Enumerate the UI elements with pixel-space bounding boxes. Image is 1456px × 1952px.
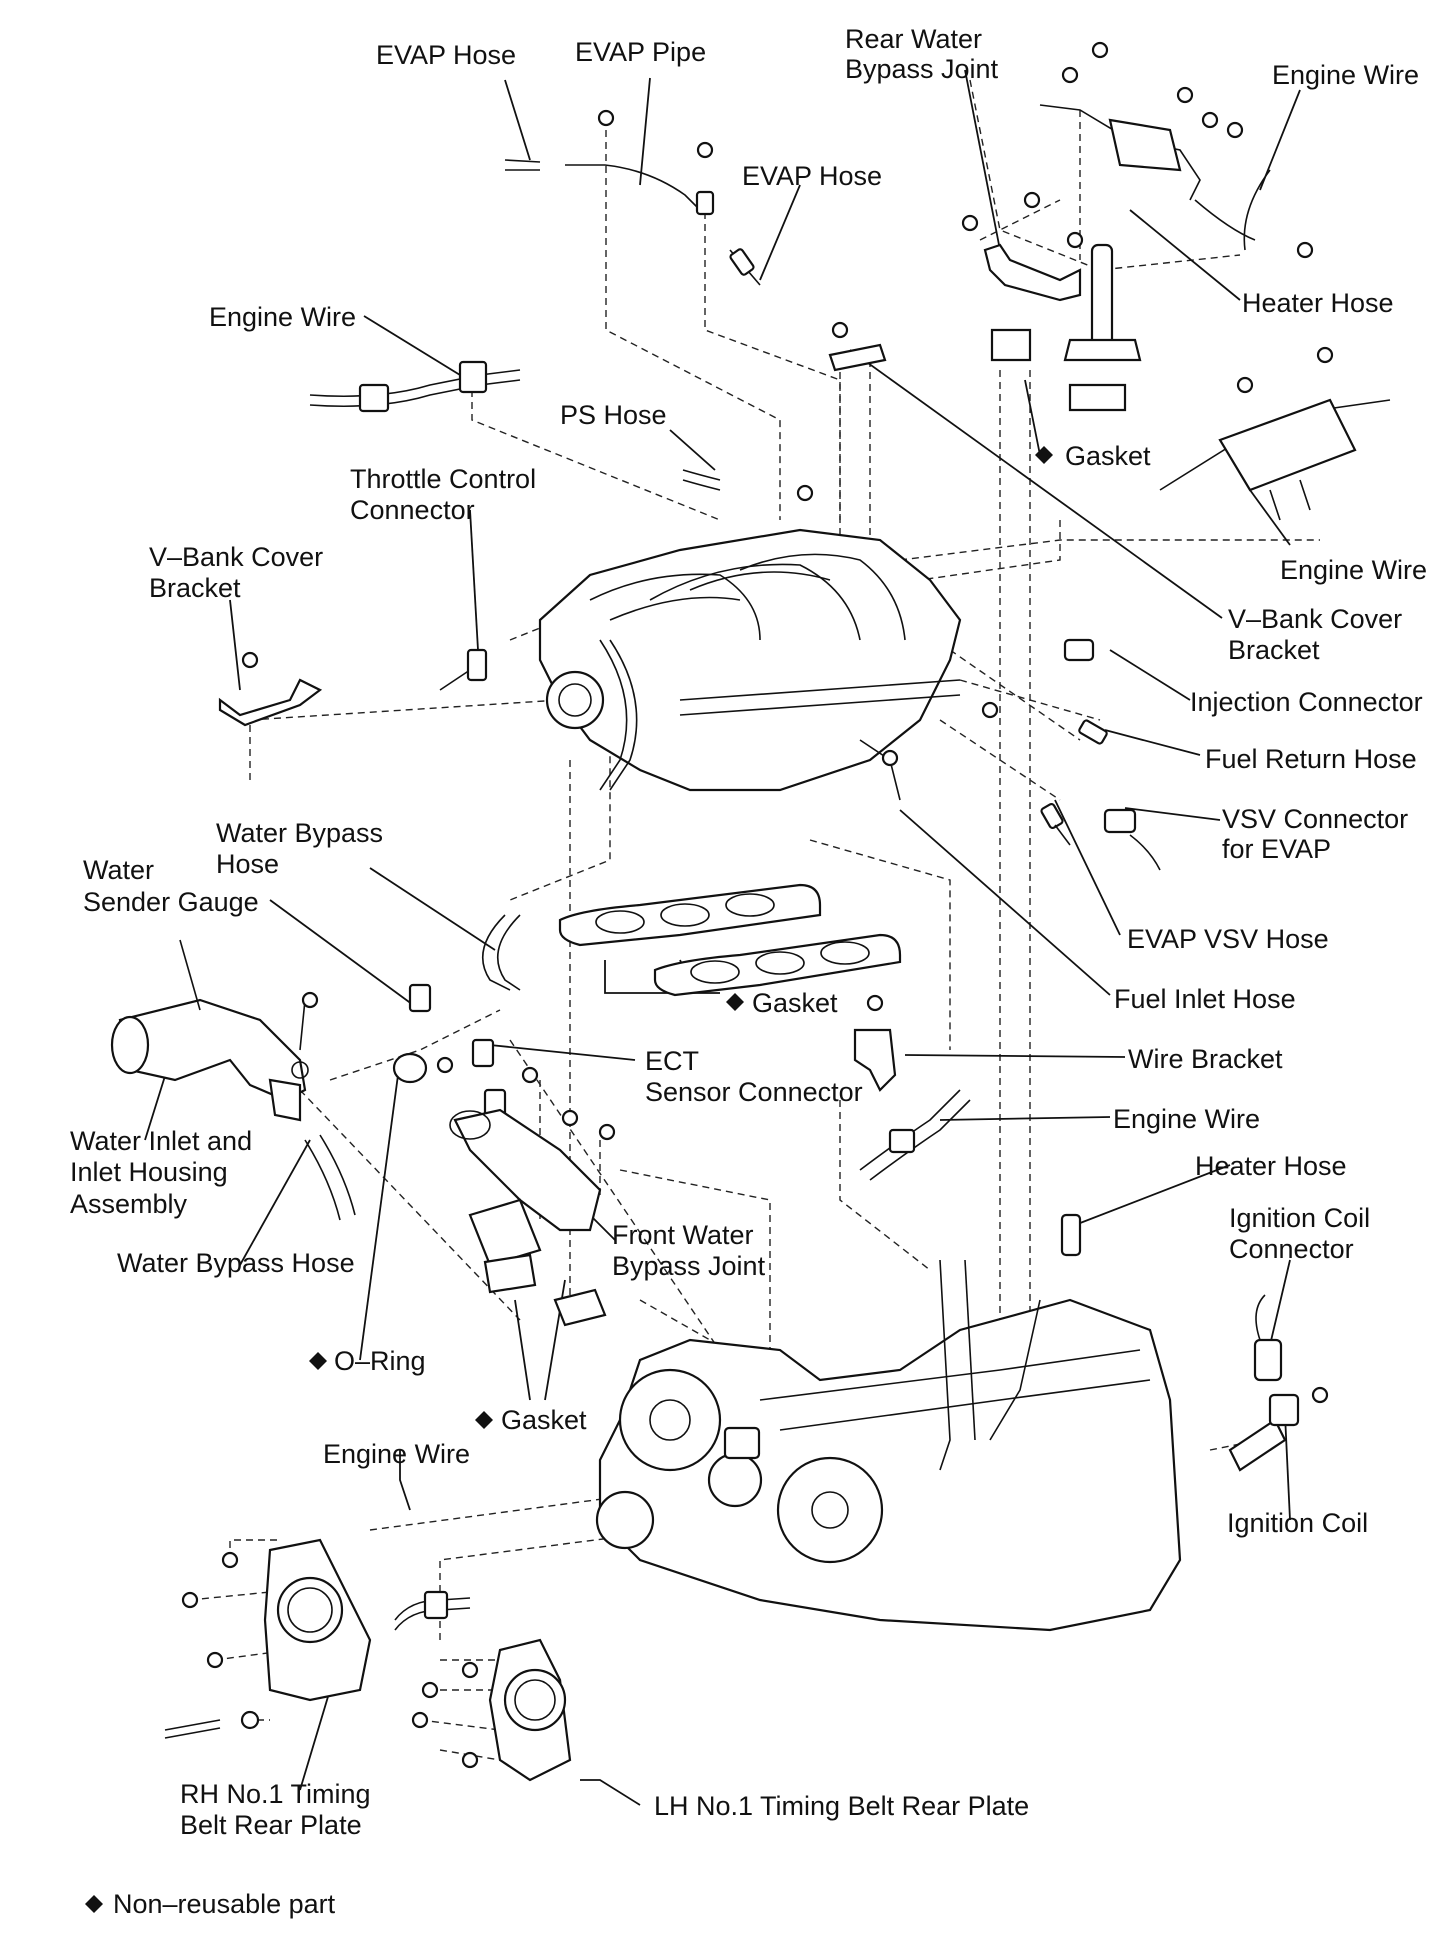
nonreusable-marker-gasket-low xyxy=(475,1411,493,1429)
label-lh-plate: LH No.1 Timing Belt Rear Plate xyxy=(654,1791,1029,1821)
label-evap-hose-top: EVAP Hose xyxy=(376,40,516,70)
label-front-water-1: Front Water xyxy=(612,1220,754,1250)
label-rh-plate-1: RH No.1 Timing xyxy=(180,1779,371,1809)
label-water-bypass-hose-1: Water Bypass xyxy=(216,818,383,848)
label-evap-pipe: EVAP Pipe xyxy=(575,37,706,67)
label-fuel-return-hose: Fuel Return Hose xyxy=(1205,744,1417,774)
label-v-bank-left-1: V–Bank Cover xyxy=(149,542,323,572)
label-water-inlet-1: Water Inlet and xyxy=(70,1126,252,1156)
label-engine-wire-low: Engine Wire xyxy=(323,1439,470,1469)
label-throttle-control-2: Connector xyxy=(350,495,475,525)
label-ect-2: Sensor Connector xyxy=(645,1077,863,1107)
label-front-water-2: Bypass Joint xyxy=(612,1251,766,1281)
label-wire-bracket: Wire Bracket xyxy=(1128,1044,1283,1074)
label-gasket-mid: Gasket xyxy=(752,988,838,1018)
label-heater-hose-mid: Heater Hose xyxy=(1195,1151,1347,1181)
label-engine-wire-mid: Engine Wire xyxy=(1113,1104,1260,1134)
label-water-bypass-hose-low: Water Bypass Hose xyxy=(117,1248,355,1278)
label-water-inlet-3: Assembly xyxy=(70,1189,188,1219)
label-engine-wire-top-right: Engine Wire xyxy=(1272,60,1419,90)
label-v-bank-left-2: Bracket xyxy=(149,573,241,603)
label-ignition-coil-connector-2: Connector xyxy=(1229,1234,1354,1264)
label-v-bank-right-1: V–Bank Cover xyxy=(1228,604,1402,634)
label-evap-vsv-hose: EVAP VSV Hose xyxy=(1127,924,1329,954)
leader-lines xyxy=(144,69,1301,1806)
label-heater-hose-top: Heater Hose xyxy=(1242,288,1394,318)
label-gasket-top: Gasket xyxy=(1065,441,1151,471)
label-o-ring: O–Ring xyxy=(334,1346,426,1376)
label-injection-connector: Injection Connector xyxy=(1190,687,1423,717)
label-vsv-connector-2: for EVAP xyxy=(1222,834,1331,864)
label-rear-water-bypass-2: Bypass Joint xyxy=(845,54,999,84)
part-labels: EVAP Hose EVAP Pipe Rear Water Bypass Jo… xyxy=(70,24,1427,1919)
label-water-sender-1: Water xyxy=(83,855,154,885)
label-vsv-connector-1: VSV Connector xyxy=(1222,804,1408,834)
part-drawings xyxy=(110,104,1391,1782)
nonreusable-marker-o-ring xyxy=(309,1352,327,1370)
legend-non-reusable: Non–reusable part xyxy=(113,1889,336,1919)
label-v-bank-right-2: Bracket xyxy=(1228,635,1320,665)
label-engine-wire-right: Engine Wire xyxy=(1280,555,1427,585)
label-rear-water-bypass-1: Rear Water xyxy=(845,24,982,54)
label-gasket-low: Gasket xyxy=(501,1405,587,1435)
bolts xyxy=(181,41,1334,1769)
label-throttle-control-1: Throttle Control xyxy=(350,464,536,494)
label-ps-hose: PS Hose xyxy=(560,400,667,430)
label-ignition-coil-connector-1: Ignition Coil xyxy=(1229,1203,1370,1233)
label-engine-wire-left: Engine Wire xyxy=(209,302,356,332)
label-water-bypass-hose-2: Hose xyxy=(216,849,279,879)
label-water-inlet-2: Inlet Housing xyxy=(70,1157,228,1187)
label-fuel-inlet-hose: Fuel Inlet Hose xyxy=(1114,984,1296,1014)
label-rh-plate-2: Belt Rear Plate xyxy=(180,1810,362,1840)
nonreusable-marker-gasket-top xyxy=(1035,446,1053,464)
label-ignition-coil: Ignition Coil xyxy=(1227,1508,1368,1538)
nonreusable-marker-gasket-mid xyxy=(726,993,744,1011)
label-evap-hose-2: EVAP Hose xyxy=(742,161,882,191)
label-ect-1: ECT xyxy=(645,1046,699,1076)
label-water-sender-2: Sender Gauge xyxy=(83,887,259,917)
nonreusable-marker-legend xyxy=(85,1895,103,1913)
